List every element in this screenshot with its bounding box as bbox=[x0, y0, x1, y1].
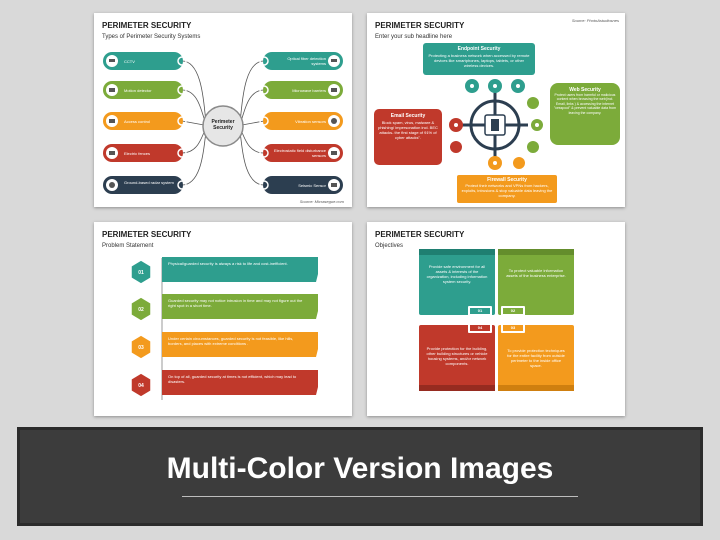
right-item-3: Vibration sensors bbox=[295, 119, 326, 124]
hub-center-label: Perimeter Security bbox=[211, 119, 235, 132]
center-circle bbox=[202, 105, 244, 147]
problem-num-3: 03 bbox=[138, 345, 144, 351]
problem-text-1: Physical/guarded security is always a ri… bbox=[168, 261, 288, 266]
slide-problem-statement[interactable]: PERIMETER SECURITY Problem Statement 01 … bbox=[94, 222, 352, 416]
right-pills bbox=[259, 52, 343, 194]
slide-title: PERIMETER SECURITY bbox=[375, 230, 465, 239]
number-hexagons bbox=[130, 259, 152, 398]
version-banner: Multi-Color Version Images bbox=[20, 430, 700, 523]
email-text: Block spam, virus, malware & phishing/ i… bbox=[378, 120, 438, 140]
objective-text-4: Provide protection for the building, oth… bbox=[426, 346, 488, 366]
firewall-text: Protect their networks and VPNs from hac… bbox=[461, 183, 553, 198]
banner-underline bbox=[182, 496, 578, 497]
slide-types-of-perimeter-security[interactable]: PERIMETER SECURITY Types of Perimeter Se… bbox=[94, 13, 352, 207]
objective-num-2: 02 bbox=[510, 308, 516, 313]
problem-list-diagram bbox=[130, 257, 318, 400]
objective-num-1: 01 bbox=[477, 308, 483, 313]
left-item-1: CCTV bbox=[124, 59, 135, 64]
slide-source: Source: Micrasegue.com bbox=[299, 199, 344, 204]
problem-num-1: 01 bbox=[138, 270, 144, 276]
problem-text-4: On top of all, guarded security at times… bbox=[168, 374, 297, 384]
objective-num-4: 04 bbox=[477, 325, 483, 330]
email-title: Email Security bbox=[390, 113, 426, 119]
slide-source: Source: PhotoAstudiosnes bbox=[571, 18, 619, 23]
slide-title: PERIMETER SECURITY bbox=[102, 21, 192, 30]
objective-text-3: To provide protection techniques for the… bbox=[507, 348, 565, 368]
right-item-4: Electrostatic field disturbance sensors bbox=[273, 148, 326, 158]
right-item-2: Microwave barriers bbox=[292, 88, 326, 93]
slide-subtitle: Objectives bbox=[375, 243, 404, 249]
problem-text-3: Under certain circumstances, guarded sec… bbox=[168, 336, 294, 346]
web-title: Web Security bbox=[569, 87, 601, 93]
firewall-title: Firewall Security bbox=[487, 177, 527, 183]
left-item-5: Ground-based radar system bbox=[124, 180, 174, 185]
slide-subtitle: Enter your sub headline here bbox=[375, 34, 453, 40]
problem-num-4: 04 bbox=[138, 383, 144, 389]
slide-objectives[interactable]: PERIMETER SECURITY Objectives 01 02 04 0… bbox=[367, 222, 625, 416]
endpoint-title: Endpoint Security bbox=[457, 46, 501, 52]
web-text: Protect users from harmful or malicious … bbox=[553, 93, 617, 115]
slide-title: PERIMETER SECURITY bbox=[375, 21, 465, 30]
objective-num-3: 03 bbox=[510, 325, 516, 330]
problem-text-2: Guarded security may not notice intrusio… bbox=[168, 298, 303, 308]
right-item-5: Seismic Sensor bbox=[298, 183, 326, 188]
objectives-quadrants bbox=[419, 249, 574, 391]
left-item-4: Electric fences bbox=[124, 151, 151, 156]
banner-title: Multi-Color Version Images bbox=[166, 452, 554, 485]
objective-text-1: Provide safe environment for all assets … bbox=[426, 264, 488, 284]
hub-diagram bbox=[103, 52, 343, 194]
right-item-1: Optical fiber detection systems bbox=[287, 56, 326, 66]
slide-title: PERIMETER SECURITY bbox=[102, 230, 192, 239]
slide-subtitle: Problem Statement bbox=[102, 243, 154, 249]
security-wheel-diagram bbox=[374, 43, 620, 203]
left-item-2: Motion detector bbox=[124, 88, 152, 93]
left-item-3: Access control bbox=[124, 119, 151, 124]
endpoint-text: Protecting a business network when acces… bbox=[428, 53, 530, 68]
slide-subtitle: Types of Perimeter Security Systems bbox=[102, 34, 201, 40]
problem-bars bbox=[162, 257, 318, 395]
slide-security-layers[interactable]: PERIMETER SECURITY Enter your sub headli… bbox=[367, 13, 625, 207]
problem-num-2: 02 bbox=[138, 307, 144, 313]
objective-text-2: To protect valuable information assets o… bbox=[506, 268, 566, 278]
